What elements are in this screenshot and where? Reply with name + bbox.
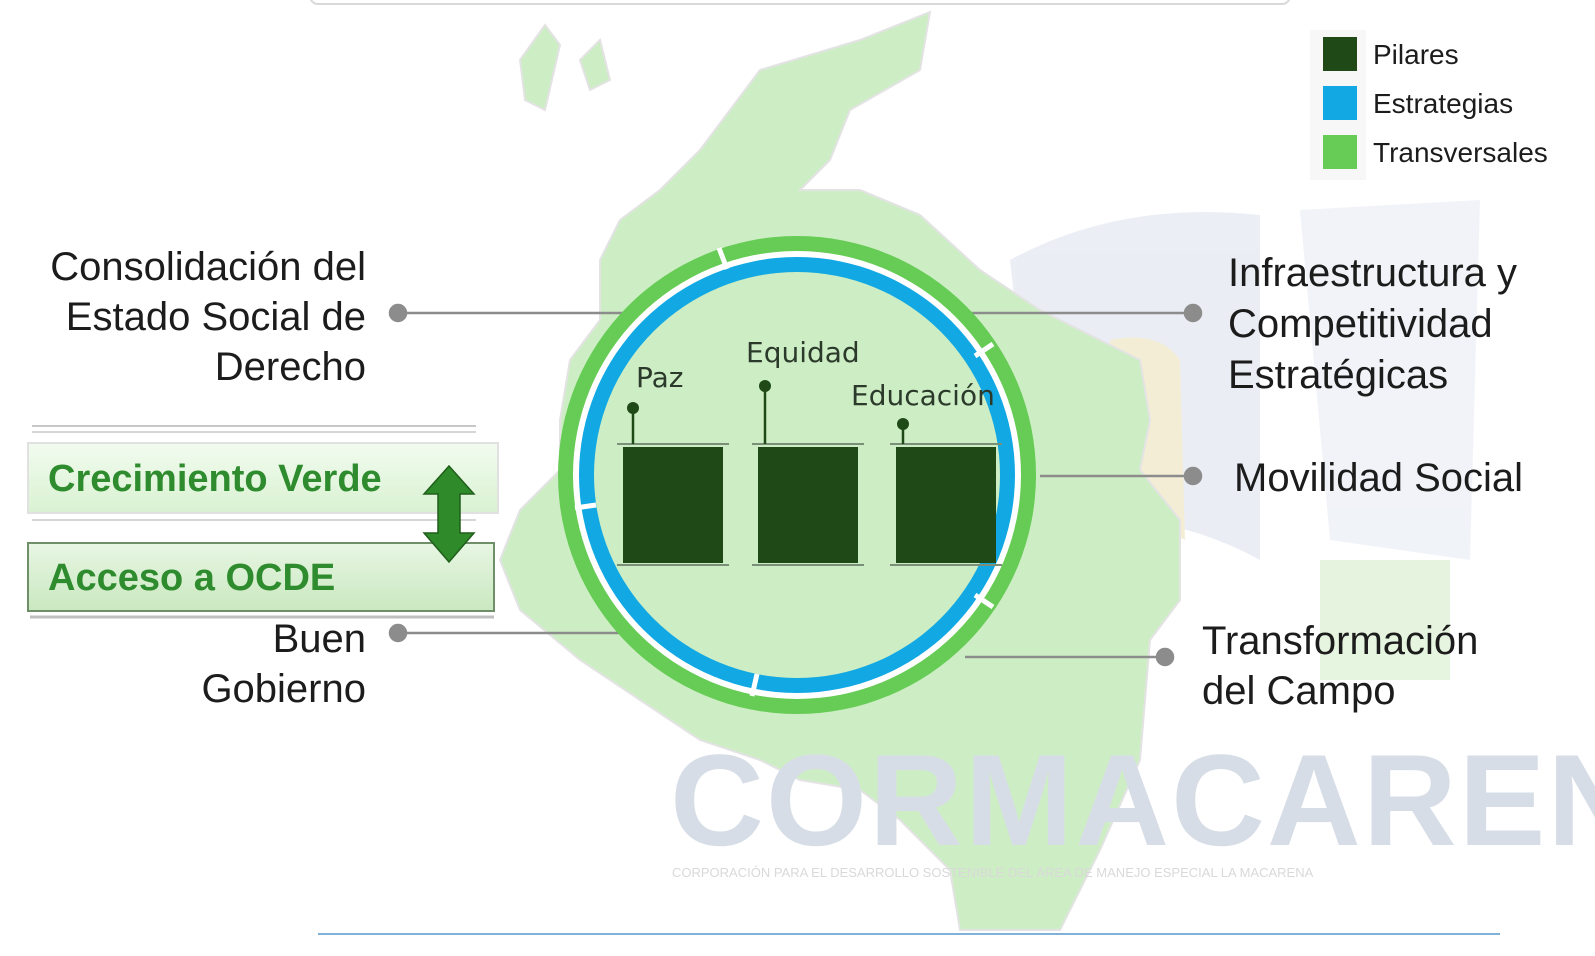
label-infraestructura-line3: Estratégicas [1228,353,1448,397]
connector-dot [1183,303,1203,323]
label-infraestructura-line2: Competitividad [1228,302,1493,346]
legend-swatch-estrategias [1323,86,1357,120]
label-buen-gobierno-line2: Gobierno [201,667,366,711]
legend [1310,30,1366,180]
pillar-label-equidad: Equidad [746,336,860,369]
label-consolidacion-line2: Estado Social de [66,295,366,339]
connector-lines [388,303,1203,667]
connector-dot [1183,466,1203,486]
acceso-ocde-box [27,542,495,619]
pillar-paz [623,447,723,563]
watermark-name: CORMACARENA [670,727,1595,873]
connector-dot [388,623,408,643]
label-infraestructura-line1: Infraestructura y [1228,251,1517,295]
legend-swatch-transversales [1323,135,1357,169]
pillar-equidad [758,447,858,563]
island-shape [578,38,612,92]
label-transformacion-line1: Transformación [1202,619,1478,663]
pillars [617,380,1002,566]
label-consolidacion-line1: Consolidación del [50,245,366,289]
pillar-label-educacion: Educación [851,379,995,412]
legend-label-estrategias: Estrategias [1373,88,1513,119]
label-movilidad: Movilidad Social [1234,456,1523,500]
label-transformacion-line2: del Campo [1202,669,1395,713]
pillar-label-paz: Paz [636,361,683,394]
legend-label-pilares: Pilares [1373,39,1459,70]
label-acceso-ocde: Acceso a OCDE [48,557,335,599]
legend-label-transversales: Transversales [1373,137,1548,168]
ring-segment-separators [574,247,995,697]
connector-dot [1155,647,1175,667]
top-frame [309,0,1291,5]
crecimiento-verde-box [27,425,499,521]
double-arrow-icon [422,464,476,564]
island-shape [518,23,562,112]
legend-swatch-pilares [1323,37,1357,71]
label-crecimiento-verde: Crecimiento Verde [48,458,382,500]
label-consolidacion-line3: Derecho [215,345,366,389]
pillar-educacion [896,447,996,563]
label-buen-gobierno-line1: Buen [273,617,366,661]
connector-dot [388,303,408,323]
watermark-tagline: CORPORACIÓN PARA EL DESARROLLO SOSTENIBL… [672,865,1314,880]
